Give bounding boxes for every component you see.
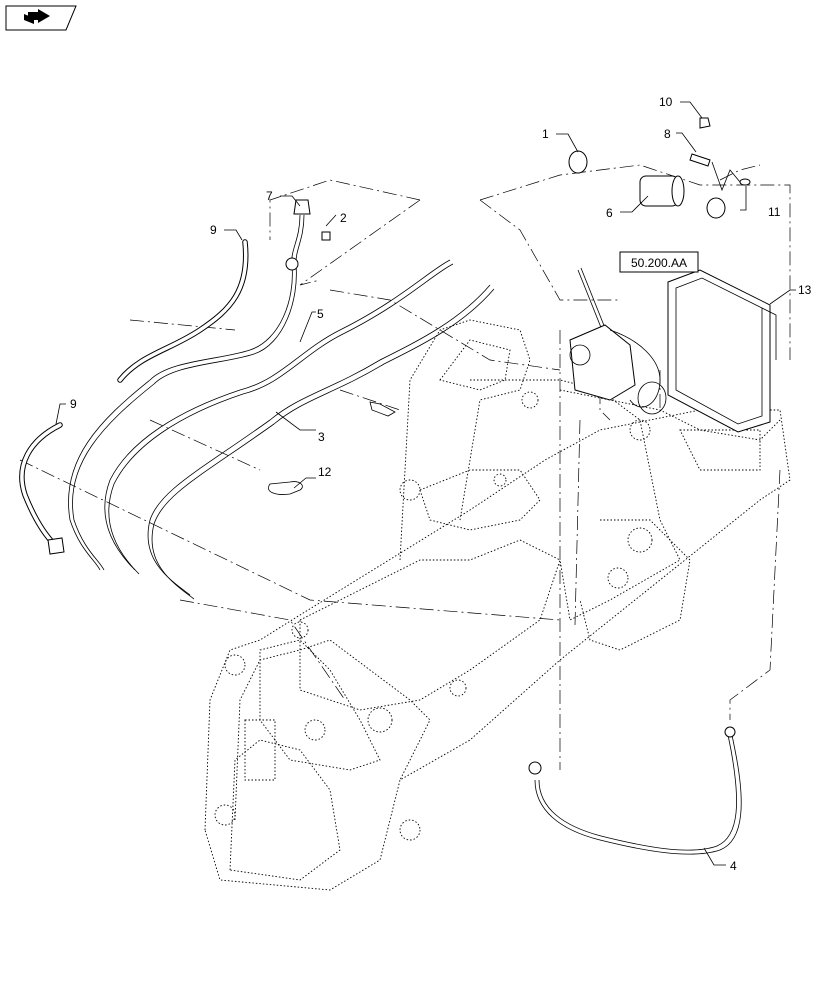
callout-2: 2: [340, 211, 347, 225]
back-button[interactable]: [5, 5, 77, 31]
callout-labels: 1 2 3 4 5 6 7 8 9 9 10 11 12 13: [70, 95, 812, 873]
hose-7-line: [68, 199, 311, 571]
fitting-2: [321, 231, 331, 241]
callout-5: 5: [317, 307, 324, 321]
reference-label: 50.200.AA: [631, 256, 687, 270]
clip-12: [268, 481, 303, 495]
oring-11: [739, 178, 751, 186]
cap-10: [699, 117, 711, 129]
callout-8: 8: [664, 127, 671, 141]
callout-10: 10: [659, 95, 673, 109]
callout-11: 11: [768, 205, 781, 219]
hose-5: [104, 259, 454, 575]
callout-12: 12: [318, 465, 332, 479]
callout-leaders: [55, 101, 796, 866]
ring-1: [568, 150, 588, 174]
reference-box[interactable]: 50.200.AA: [619, 251, 699, 273]
hose-9-upper: [117, 239, 249, 383]
hose-3: [147, 284, 495, 600]
callout-3: 3: [318, 430, 325, 444]
machine-frame: [204, 319, 791, 891]
callout-1: 1: [542, 127, 549, 141]
ring: [706, 197, 726, 219]
callout-7: 7: [266, 189, 273, 203]
callout-4: 4: [730, 859, 737, 873]
condenser: [667, 269, 777, 433]
switch-8: [689, 153, 711, 167]
callout-9-lower: 9: [70, 397, 77, 411]
receiver-drier-6: [639, 175, 685, 207]
hose-9-lower: [19, 422, 65, 555]
back-arrow-icon: [24, 9, 50, 24]
callout-6: 6: [606, 206, 613, 220]
callout-9-upper: 9: [210, 223, 217, 237]
callout-13: 13: [798, 283, 812, 297]
clip: [369, 401, 396, 417]
harness: [711, 161, 741, 192]
compressor: [569, 267, 667, 415]
hose-4: [528, 726, 742, 855]
